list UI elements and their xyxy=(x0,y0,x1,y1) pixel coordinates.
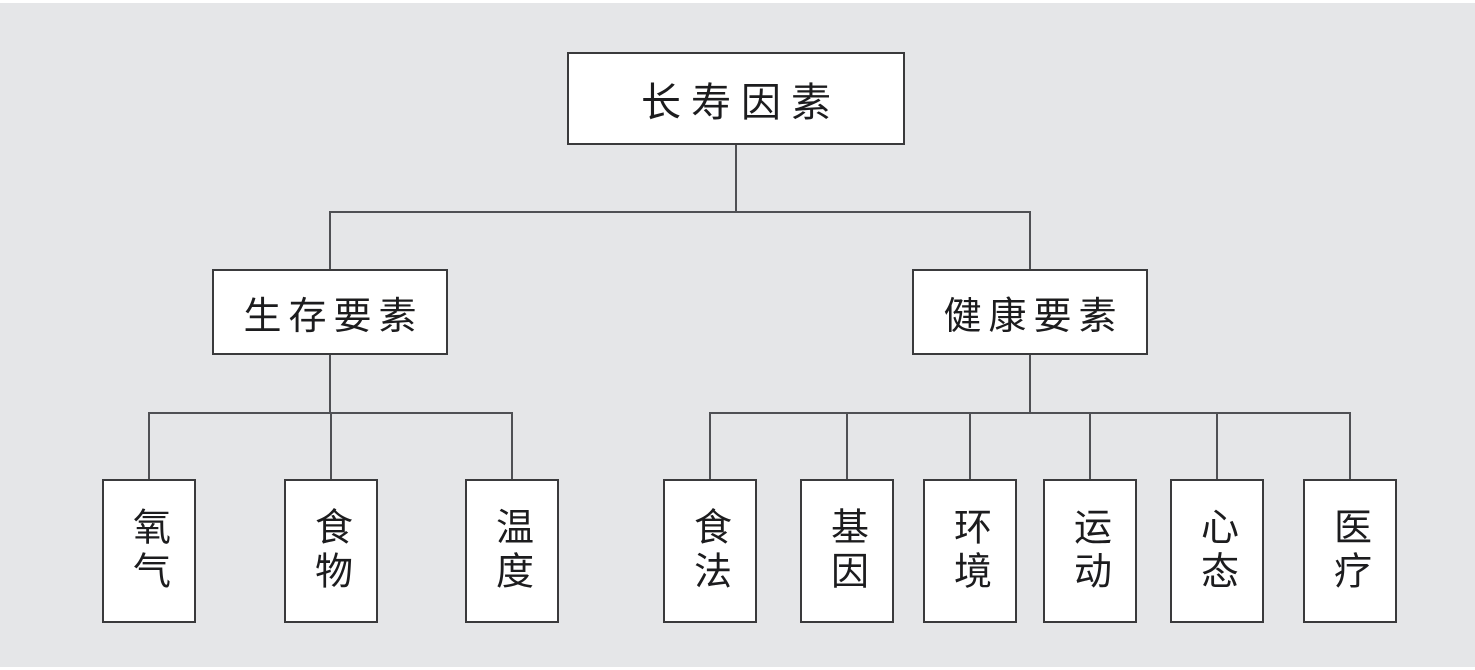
node-temperature-label: 温度 xyxy=(489,507,534,595)
node-food-label: 食物 xyxy=(308,507,353,595)
node-food: 食物 xyxy=(284,479,378,623)
node-environment: 环境 xyxy=(923,479,1017,623)
node-mindset-label: 心态 xyxy=(1194,507,1239,595)
node-mindset: 心态 xyxy=(1170,479,1264,623)
node-diet-method-label: 食法 xyxy=(687,507,732,595)
node-genes: 基因 xyxy=(800,479,894,623)
node-longevity-factors: 长寿因素 xyxy=(567,52,905,145)
node-temperature: 温度 xyxy=(465,479,559,623)
node-medical-care-label: 医疗 xyxy=(1327,507,1372,595)
node-medical-care: 医疗 xyxy=(1303,479,1397,623)
node-survival-elements-label: 生存要素 xyxy=(243,293,424,338)
node-longevity-factors-label: 长寿因素 xyxy=(641,79,841,126)
node-environment-label: 环境 xyxy=(947,507,992,595)
node-survival-elements: 生存要素 xyxy=(212,269,448,355)
node-oxygen: 氧气 xyxy=(102,479,196,623)
node-diet-method: 食法 xyxy=(663,479,757,623)
node-exercise: 运动 xyxy=(1043,479,1137,623)
node-health-elements: 健康要素 xyxy=(912,269,1148,355)
node-genes-label: 基因 xyxy=(824,507,869,595)
node-exercise-label: 运动 xyxy=(1067,507,1112,595)
node-oxygen-label: 氧气 xyxy=(126,507,171,595)
node-health-elements-label: 健康要素 xyxy=(943,293,1124,338)
